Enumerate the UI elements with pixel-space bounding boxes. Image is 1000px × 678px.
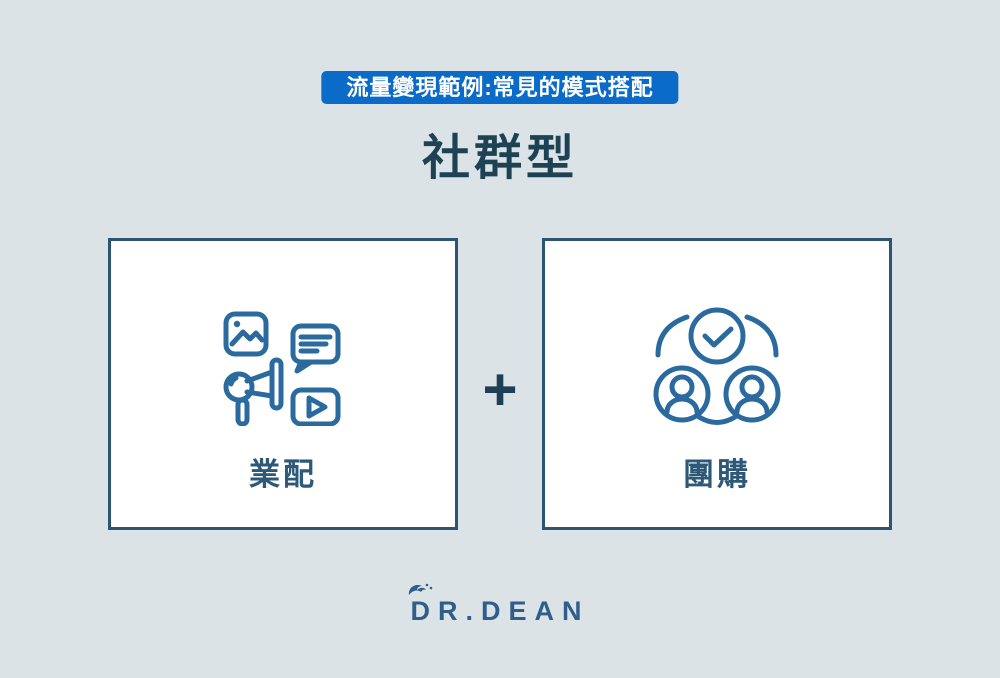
checkmark-circle-icon (688, 307, 746, 365)
card-label-group-buy: 團購 (683, 457, 751, 492)
brand-logo-text: DR.DEAN (410, 596, 590, 626)
group-buy-icon-cluster (652, 307, 782, 429)
megaphone-icon (223, 357, 284, 426)
brand-logo-wrap: DR.DEAN (409, 582, 590, 627)
sponsored-content-icon-cluster (223, 307, 343, 429)
brand-logo: DR.DEAN (0, 582, 1000, 627)
card-sponsored-content: 業配 (108, 238, 458, 530)
chat-bubble-icon (290, 323, 341, 373)
header-banner: 流量變現範例:常見的模式搭配 (321, 71, 679, 104)
person-circle-icon (723, 365, 781, 423)
person-circle-icon (653, 365, 711, 423)
card-group-buy: 團購 (542, 238, 892, 530)
photo-icon (223, 311, 269, 356)
plus-sign: + (482, 356, 518, 423)
group-buy-icon (653, 307, 781, 425)
content-icons (223, 311, 341, 426)
card-label-sponsored: 業配 (249, 457, 317, 492)
banner-label: 流量變現範例:常見的模式搭配 (346, 75, 654, 100)
connector-arcs (655, 314, 779, 425)
page-title: 社群型 (421, 132, 578, 185)
video-play-icon (290, 387, 341, 426)
hair-curl-icon (409, 583, 433, 595)
